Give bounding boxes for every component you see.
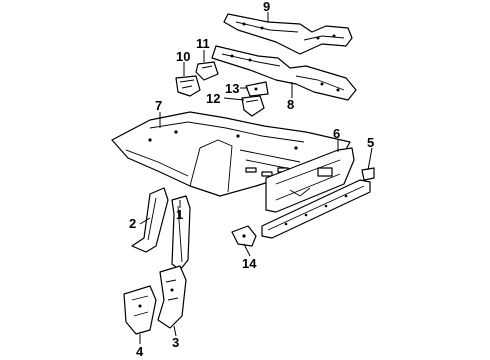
part-9-crossmember-upper	[223, 13, 353, 55]
part-4-lower-pillar	[123, 285, 157, 335]
callout-11: 11	[196, 36, 210, 51]
callout-4: 4	[136, 344, 144, 359]
part-6-rocker-inner	[265, 147, 355, 213]
part-8-crossmember-lower	[211, 45, 357, 101]
part-13-bracket	[245, 81, 269, 97]
callout-2: 2	[129, 216, 137, 231]
callout-9: 9	[263, 0, 271, 14]
part-14-bracket	[231, 225, 257, 247]
part-12-bracket	[241, 95, 265, 117]
callout-5: 5	[367, 135, 375, 150]
callout-13: 13	[225, 81, 240, 96]
part-5-rocker-sill	[261, 167, 375, 239]
leader-lines	[139, 12, 373, 344]
callout-1: 1	[176, 207, 184, 222]
callout-8: 8	[287, 97, 295, 112]
part-1-pillar	[171, 195, 191, 271]
callout-12: 12	[206, 91, 221, 106]
part-10-bracket	[175, 75, 201, 97]
callout-3: 3	[172, 335, 180, 350]
callout-14: 14	[242, 256, 257, 271]
callout-6: 6	[333, 126, 341, 141]
part-3-lower-pillar	[157, 265, 187, 329]
callout-10: 10	[176, 49, 191, 64]
part-2-pillar	[131, 187, 169, 253]
callout-7: 7	[155, 98, 163, 113]
part-11-bracket	[195, 61, 219, 81]
